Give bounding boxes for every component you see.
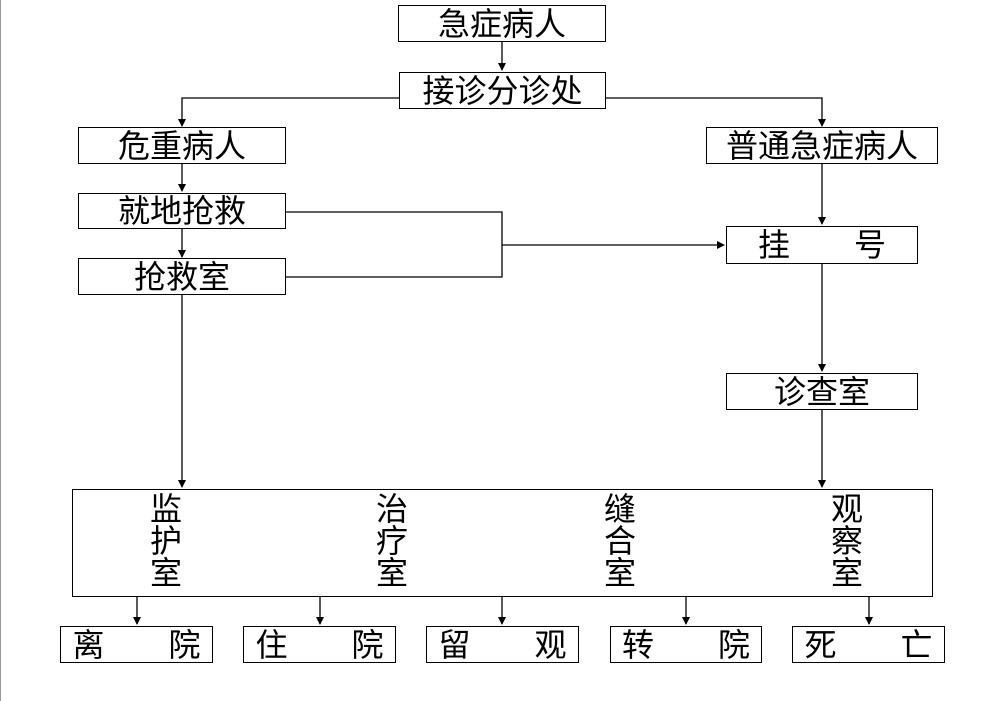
outcome-discharge: 离 院 [60, 626, 213, 663]
edge-rescue-bracket [286, 211, 503, 278]
node-label: 就地抢救 [117, 192, 246, 230]
outcome-char: 留 [438, 625, 471, 664]
outcome-observation-stay: 留 观 [426, 626, 579, 663]
room-treatment: 治疗室 [371, 492, 409, 588]
node-label: 接诊分诊处 [422, 71, 583, 110]
node-label-char: 号 [854, 226, 887, 264]
node-label: 抢救室 [133, 257, 230, 296]
node-label: 危重病人 [117, 126, 246, 165]
outcome-char: 离 [72, 625, 105, 664]
outcome-char: 院 [718, 625, 751, 664]
node-label: 诊查室 [773, 372, 870, 411]
outcome-admission: 住 院 [243, 626, 396, 663]
node-normal-emergency-patient: 普通急症病人 [706, 127, 938, 164]
edge-triage-to-critical [178, 97, 399, 127]
outcome-char: 住 [255, 625, 288, 664]
node-label: 普通急症病人 [725, 126, 918, 165]
node-exam-room: 诊查室 [726, 373, 918, 410]
node-emergency-patient: 急症病人 [398, 5, 606, 42]
node-label-char: 挂 [757, 226, 790, 264]
outcome-char: 院 [351, 625, 384, 664]
node-triage-desk: 接诊分诊处 [399, 72, 606, 109]
window-frame-edge [0, 0, 1, 701]
room-suture: 缝合室 [599, 492, 637, 588]
outcome-transfer: 转 院 [610, 626, 762, 663]
node-registration: 挂 号 [726, 226, 918, 264]
node-critical-patient: 危重病人 [78, 127, 286, 164]
node-label: 急症病人 [437, 4, 566, 43]
node-onsite-rescue: 就地抢救 [78, 193, 286, 229]
outcome-char: 死 [804, 625, 837, 664]
outcome-death: 死 亡 [792, 626, 945, 663]
outcome-char: 院 [168, 625, 201, 664]
outcome-char: 观 [534, 625, 567, 664]
outcome-char: 亡 [900, 625, 933, 664]
edge-triage-to-normal [606, 97, 826, 127]
outcome-char: 转 [621, 625, 654, 664]
node-rescue-room: 抢救室 [78, 258, 286, 295]
treatment-rooms-box: 监护室 治疗室 缝合室 观察室 [72, 489, 933, 597]
room-observation: 观察室 [826, 492, 864, 588]
room-monitoring: 监护室 [145, 492, 183, 588]
